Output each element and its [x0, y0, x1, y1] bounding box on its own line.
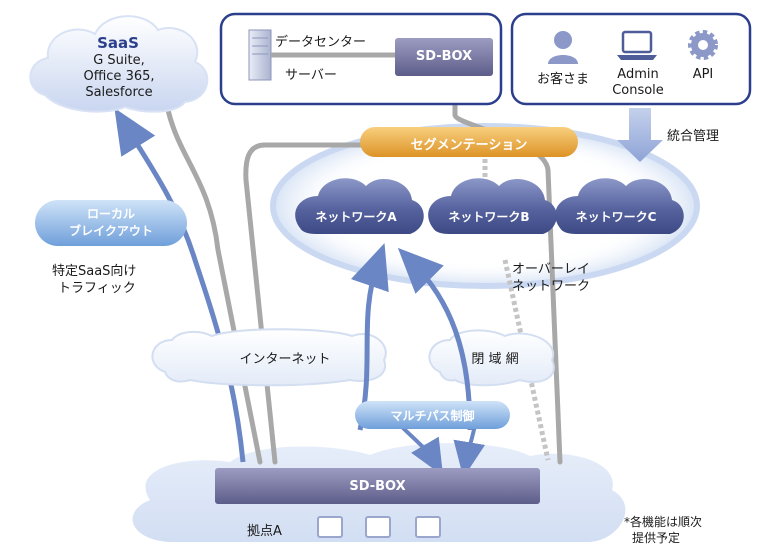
- site-sdbox: [215, 468, 540, 504]
- site-sdbox-label: SD-BOX: [349, 479, 406, 494]
- network-cloud-a: [295, 178, 424, 234]
- network-b-label: ネットワークB: [448, 210, 530, 224]
- api-label: API: [692, 67, 714, 82]
- segmentation-label: セグメンテーション: [410, 138, 528, 153]
- local-breakout-arrow: [114, 108, 246, 463]
- local-breakout-label-2: ブレイクアウト: [69, 224, 153, 238]
- saas-line-2: Office 365,: [83, 69, 155, 84]
- overlay-label-1: オーバーレイ: [512, 262, 590, 277]
- saas-title: SaaS: [97, 34, 139, 52]
- closed-network-label: 閉 域 網: [471, 352, 519, 367]
- server-label: サーバー: [285, 68, 337, 83]
- management-down-arrow: [617, 108, 663, 162]
- local-breakout-label-1: ローカル: [86, 207, 135, 221]
- internet-label: インターネット: [239, 352, 331, 367]
- network-a-label: ネットワークA: [315, 210, 397, 224]
- local-breakout-pill: [35, 200, 187, 246]
- gear-icon: [688, 30, 718, 60]
- network-cloud-b: [428, 178, 557, 234]
- server-icon: [248, 29, 272, 81]
- note-label-1: *各機能は順次: [624, 515, 703, 529]
- saas-traffic-label-2: トラフィック: [58, 281, 136, 296]
- multipath-label: マルチパス制御: [390, 409, 475, 423]
- datacenter-sdbox-label: SD-BOX: [415, 49, 473, 64]
- datacenter-sdbox: [395, 38, 493, 76]
- admin-label-1: Admin: [617, 67, 659, 82]
- network-cloud-c: [555, 178, 684, 234]
- internet-cloud: [151, 328, 387, 387]
- multipath-pill: [355, 401, 510, 429]
- admin-label-2: Console: [612, 83, 664, 98]
- device-icon: [415, 516, 441, 538]
- site-devices: [317, 516, 441, 538]
- device-icon: [317, 516, 343, 538]
- datacenter-label: データセンター: [275, 35, 367, 50]
- saas-cloud: [29, 15, 209, 113]
- note-label-2: 提供予定: [632, 531, 681, 545]
- integrated-management-label: 統合管理: [667, 129, 720, 144]
- network-c-label: ネットワークC: [575, 210, 657, 224]
- saas-line-3: Salesforce: [85, 85, 153, 100]
- saas-line-1: G Suite,: [93, 53, 145, 68]
- customer-icon: [548, 31, 578, 64]
- datacenter-panel: [219, 12, 503, 106]
- saas-traffic-label-1: 特定SaaS向け: [52, 264, 137, 279]
- site-name-label: 拠点A: [247, 524, 282, 539]
- laptop-icon: [617, 30, 657, 60]
- customer-label: お客さま: [536, 72, 589, 87]
- device-icon: [365, 516, 391, 538]
- overlay-label-2: ネットワーク: [512, 279, 591, 294]
- segmentation-pill: [360, 127, 578, 157]
